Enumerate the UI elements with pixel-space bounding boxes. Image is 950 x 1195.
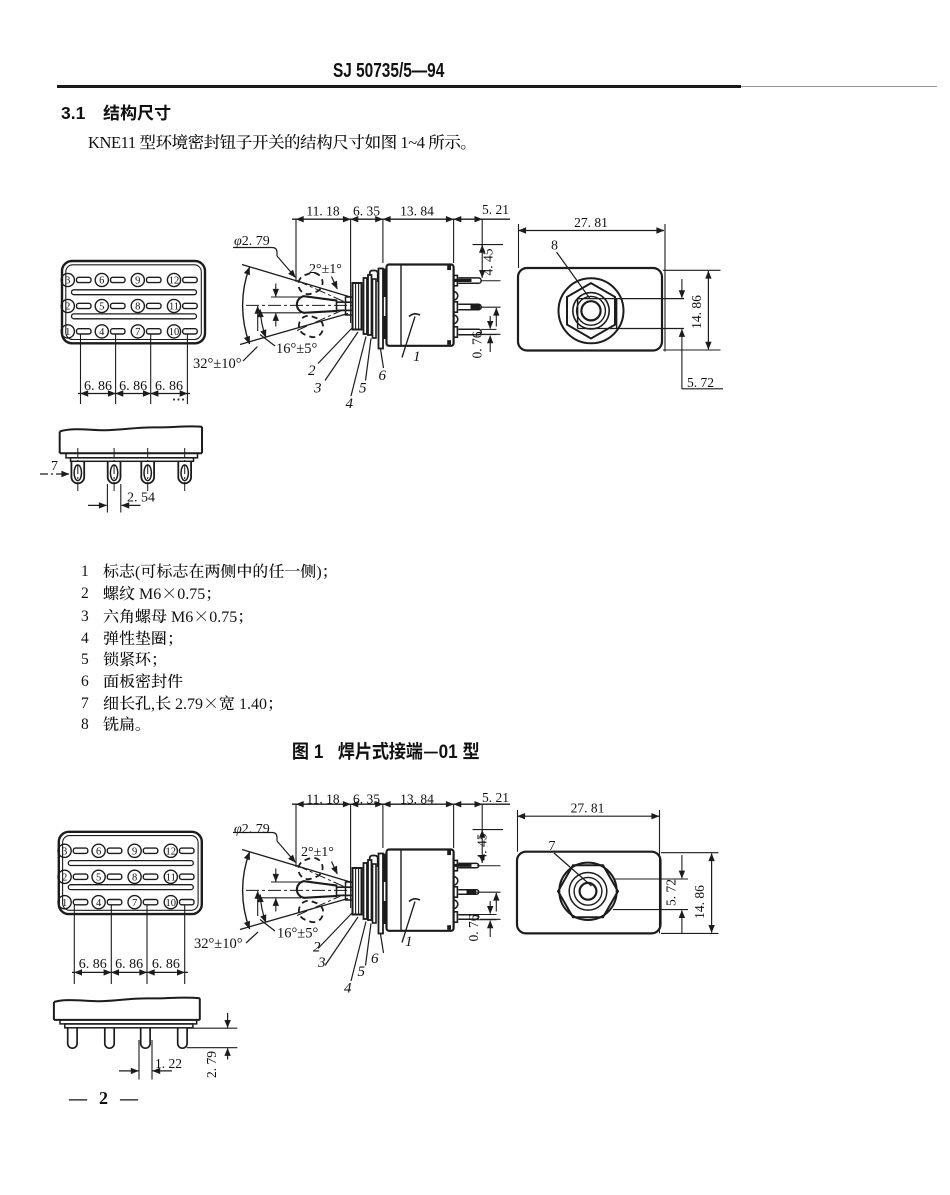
svg-text:6. 86: 6. 86 xyxy=(115,957,143,972)
svg-text:6: 6 xyxy=(99,276,104,287)
svg-text:32°±10°: 32°±10° xyxy=(194,936,243,952)
svg-text:4. 45: 4. 45 xyxy=(481,248,496,275)
svg-text:4: 4 xyxy=(344,981,352,997)
svg-text:7: 7 xyxy=(135,327,140,338)
svg-text:27. 81: 27. 81 xyxy=(574,215,608,230)
svg-text:3: 3 xyxy=(317,955,326,971)
svg-text:1: 1 xyxy=(65,327,70,338)
svg-text:2. 54: 2. 54 xyxy=(127,491,155,506)
svg-text:8: 8 xyxy=(551,239,558,254)
svg-text:2: 2 xyxy=(65,302,70,313)
svg-text:5. 21: 5. 21 xyxy=(482,202,509,217)
svg-text:5. 21: 5. 21 xyxy=(482,790,509,805)
svg-text:2°±1°: 2°±1° xyxy=(309,262,342,277)
svg-text:7: 7 xyxy=(51,459,58,474)
svg-text:7: 7 xyxy=(549,839,556,854)
svg-text:6. 86: 6. 86 xyxy=(119,379,147,394)
svg-text:16°±5°: 16°±5° xyxy=(276,341,318,357)
svg-text:9: 9 xyxy=(135,276,140,287)
svg-text:5: 5 xyxy=(99,302,104,313)
svg-text:4: 4 xyxy=(346,396,354,412)
svg-text:13. 84: 13. 84 xyxy=(400,792,434,807)
svg-text:6. 86: 6. 86 xyxy=(155,379,183,394)
svg-text:6. 86: 6. 86 xyxy=(84,379,112,394)
svg-text:5: 5 xyxy=(359,381,367,397)
svg-text:2: 2 xyxy=(308,363,316,379)
svg-text:6. 86: 6. 86 xyxy=(79,957,107,972)
svg-text:14. 86: 14. 86 xyxy=(689,295,704,329)
svg-text:5. 72: 5. 72 xyxy=(687,375,714,390)
svg-text:6: 6 xyxy=(371,951,379,967)
svg-text:0. 76: 0. 76 xyxy=(470,331,485,358)
svg-text:5. 72: 5. 72 xyxy=(664,879,679,906)
svg-text:4: 4 xyxy=(99,327,105,338)
svg-text:1: 1 xyxy=(405,934,413,950)
svg-text:6. 35: 6. 35 xyxy=(353,792,380,807)
svg-text:11: 11 xyxy=(169,302,179,313)
svg-text:27. 81: 27. 81 xyxy=(571,801,605,816)
svg-text:2°±1°: 2°±1° xyxy=(301,845,334,860)
svg-text:11. 18: 11. 18 xyxy=(306,792,339,807)
svg-text:6. 86: 6. 86 xyxy=(152,957,180,972)
svg-text:2: 2 xyxy=(313,940,321,956)
svg-text:φ2. 79: φ2. 79 xyxy=(234,822,270,837)
svg-text:φ2. 79: φ2. 79 xyxy=(234,234,270,249)
svg-text:13. 84: 13. 84 xyxy=(400,204,434,219)
svg-text:11. 18: 11. 18 xyxy=(306,204,339,219)
svg-text:3: 3 xyxy=(313,381,322,397)
svg-text:6. 35: 6. 35 xyxy=(353,204,380,219)
svg-text:12: 12 xyxy=(169,276,180,287)
svg-text:4. 45: 4. 45 xyxy=(475,833,490,860)
svg-text:14. 86: 14. 86 xyxy=(692,885,707,919)
svg-text:32°±10°: 32°±10° xyxy=(193,356,242,372)
svg-text:1: 1 xyxy=(413,349,421,365)
svg-text:16°±5°: 16°±5° xyxy=(277,926,319,942)
svg-text:1. 22: 1. 22 xyxy=(155,1056,182,1071)
svg-text:6: 6 xyxy=(379,368,387,384)
svg-text:0. 76: 0. 76 xyxy=(466,914,481,941)
svg-text:5: 5 xyxy=(358,964,366,980)
svg-text:3: 3 xyxy=(65,276,70,287)
svg-text:2. 79: 2. 79 xyxy=(204,1051,219,1078)
svg-text:10: 10 xyxy=(169,327,180,338)
svg-text:8: 8 xyxy=(135,302,140,313)
